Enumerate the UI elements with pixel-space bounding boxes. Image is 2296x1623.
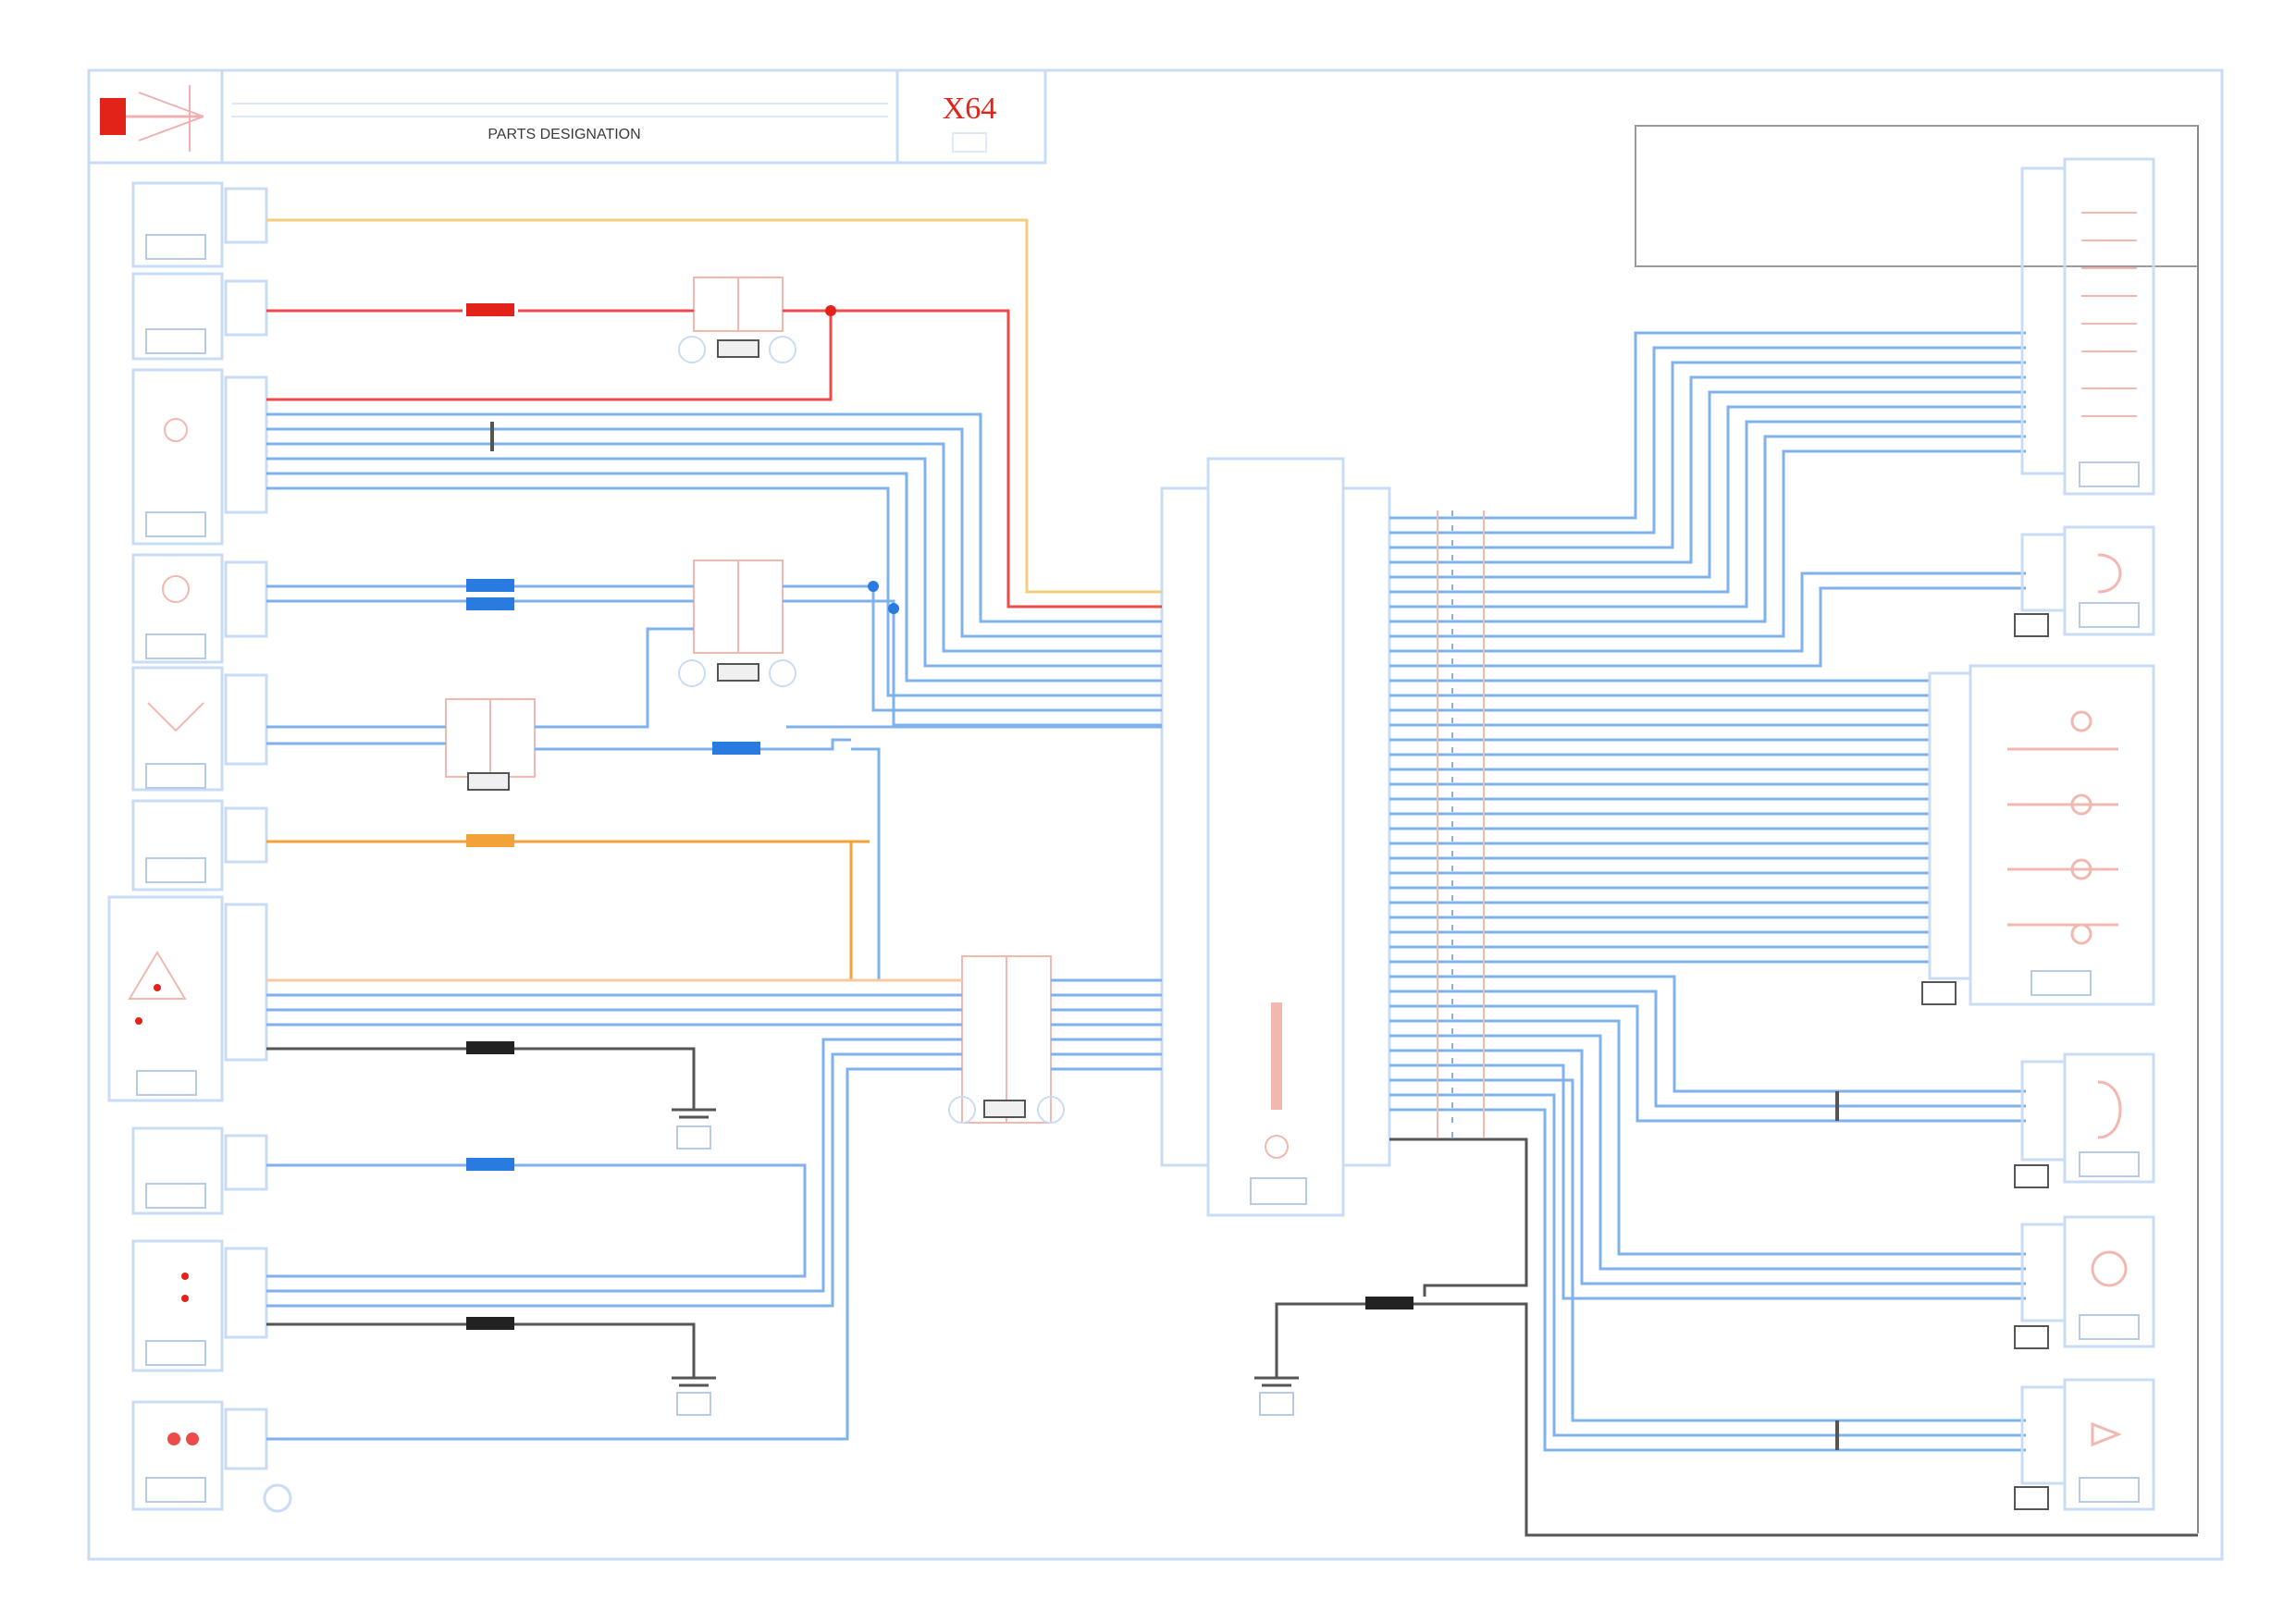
switch-component [107, 895, 224, 1102]
fuse-block-2 [131, 272, 224, 361]
lamp-icon [167, 1432, 180, 1445]
red-connector-logo-icon [100, 85, 204, 152]
ecu-pin-marks [1437, 510, 1485, 1137]
inline-connector-black-2 [466, 1317, 514, 1330]
inline-connectors [466, 303, 1413, 1330]
sensor-component-2 [131, 553, 224, 664]
inline-connector-blue-4 [466, 1158, 514, 1171]
actuator-component-2 [2063, 1052, 2155, 1184]
sensor-component-1 [131, 368, 224, 546]
control-panel-component [2063, 157, 2155, 496]
relay-module [1969, 664, 2155, 1006]
right-wires [1389, 331, 2026, 1452]
inline-connector-blue-1 [466, 579, 514, 592]
inline-connector-red [466, 303, 514, 316]
fuse-block-1 [131, 181, 224, 268]
inline-connector-orange [466, 834, 514, 847]
actuator-component-1 [2063, 525, 2155, 636]
motor-component [2063, 1215, 2155, 1348]
inline-connector-black-1 [466, 1041, 514, 1054]
diagram-code: X64 [943, 92, 997, 126]
ecu-module [1160, 457, 1391, 1217]
lamp-component-2 [2063, 1378, 2155, 1511]
inline-connector-black-3 [1365, 1297, 1413, 1309]
fuse-block-4 [131, 1126, 224, 1215]
ground-symbol-icon [672, 1108, 2198, 1537]
title-block: PARTS DESIGNATION X64 [87, 68, 1047, 165]
outer-frame [87, 68, 2224, 1561]
note-box [1635, 125, 2199, 267]
inline-connector-blue-3 [712, 742, 760, 755]
right-components [1921, 157, 2155, 1511]
left-components [107, 181, 292, 1513]
fuse-block-3 [131, 799, 224, 891]
intermediate-connectors [445, 277, 1065, 1124]
page-title: PARTS DESIGNATION [488, 127, 640, 142]
inline-connector-blue-2 [466, 597, 514, 610]
switch-component-2 [131, 1239, 224, 1372]
sensor-component-3 [131, 666, 224, 792]
left-wires [266, 218, 1162, 1441]
lamp-component [131, 1400, 224, 1511]
